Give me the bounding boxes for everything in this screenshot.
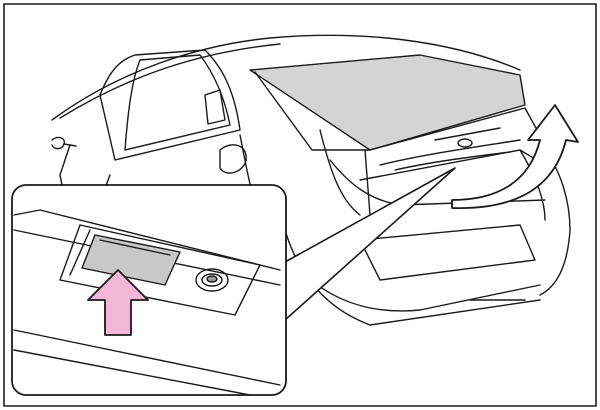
callout-line [284,167,456,321]
figure-frame [3,3,597,407]
handle-detail-inset [11,184,287,396]
open-direction-arrow-icon [451,104,579,209]
rear-camera [195,268,229,292]
push-arrow-icon [87,269,149,336]
back-door-opener-switch[interactable] [81,234,181,286]
